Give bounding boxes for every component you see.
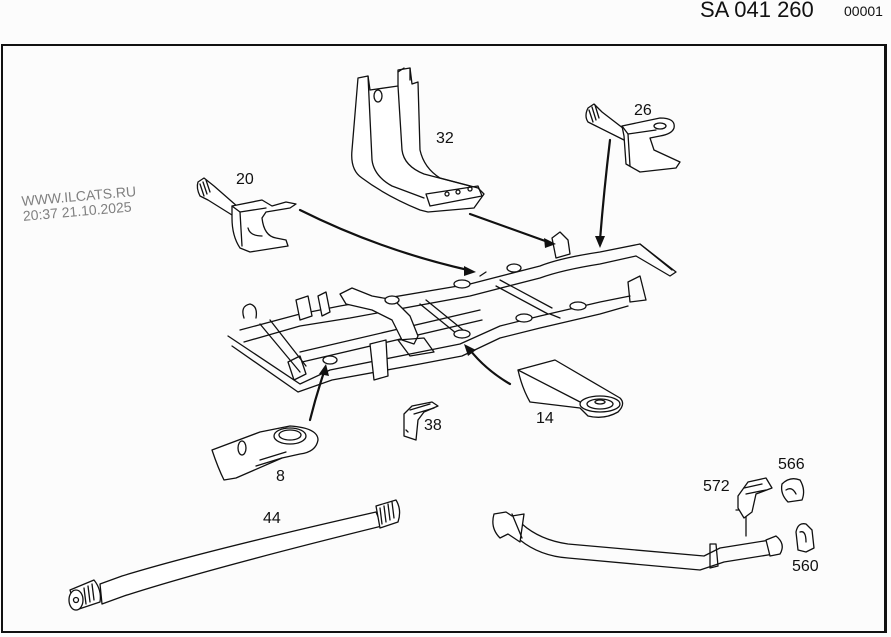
leader-arrows (298, 138, 612, 422)
part-8-drawing[interactable] (211, 425, 319, 481)
part-20-drawing[interactable] (196, 177, 297, 253)
part-label-560[interactable]: 560 (792, 558, 819, 575)
part-label-20[interactable]: 20 (236, 171, 254, 188)
part-14-drawing[interactable] (517, 359, 624, 418)
part-560-drawing[interactable] (795, 523, 815, 553)
part-44-drawing[interactable] (68, 499, 401, 611)
diagram-code: SA 041 260 (700, 0, 814, 22)
part-38-drawing[interactable] (403, 401, 439, 441)
part-label-14[interactable]: 14 (536, 410, 554, 427)
part-label-566[interactable]: 566 (778, 456, 805, 473)
part-566-drawing[interactable] (780, 478, 805, 503)
chassis-frame-drawing[interactable] (227, 231, 677, 393)
part-label-26[interactable]: 26 (634, 102, 652, 119)
exhaust-pipe-drawing[interactable] (492, 509, 783, 571)
sheet-number: 00001 (844, 3, 883, 19)
part-572-drawing[interactable] (737, 477, 773, 519)
diagram-frame (1, 44, 887, 633)
part-label-38[interactable]: 38 (424, 417, 442, 434)
part-label-8[interactable]: 8 (276, 468, 285, 485)
part-label-44[interactable]: 44 (263, 510, 281, 527)
part-32-drawing[interactable] (351, 67, 485, 213)
part-label-572[interactable]: 572 (703, 478, 730, 495)
part-label-32[interactable]: 32 (436, 130, 454, 147)
part-26-drawing[interactable] (585, 103, 681, 173)
